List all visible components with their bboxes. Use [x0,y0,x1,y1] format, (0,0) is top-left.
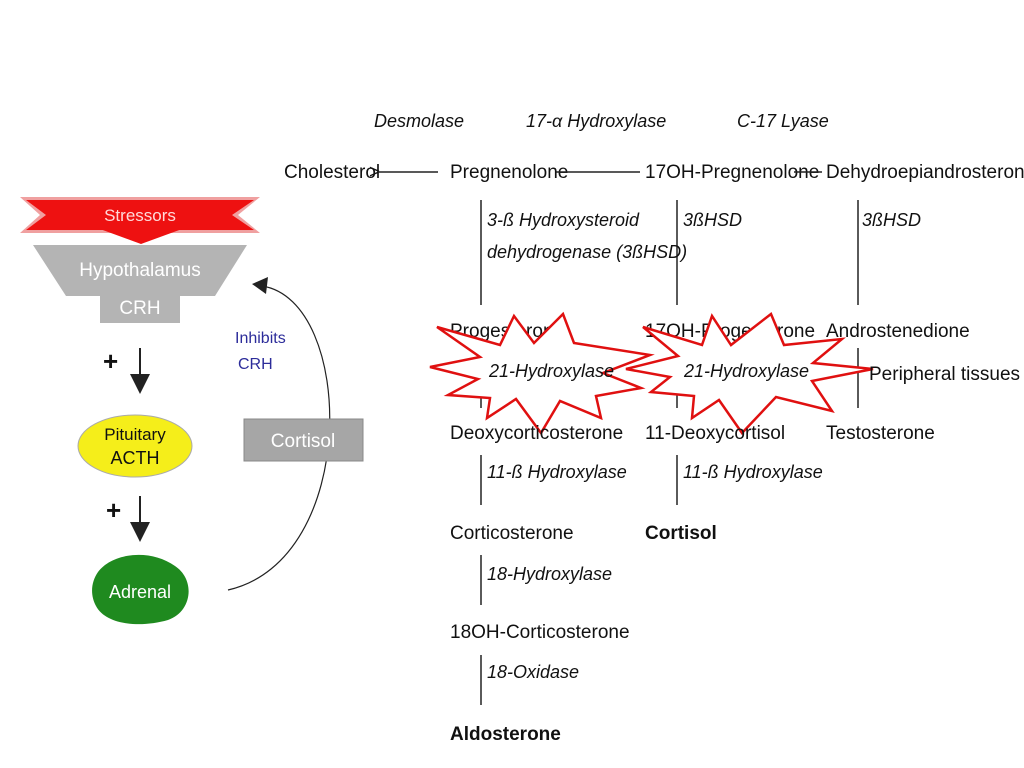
pituitary-label: Pituitary [104,425,166,444]
enzyme-18-hydroxylase: 18-Hydroxylase [487,564,612,584]
enzyme-21-hydroxylase: 21-Hydroxylase [683,361,809,381]
enzyme-3b-hsd-full: dehydrogenase (3ßHSD) [487,242,687,262]
hypothalamus-label: Hypothalamus [79,260,200,281]
crh-label: CRH [119,298,160,319]
enzyme-18-oxidase: 18-Oxidase [487,662,579,682]
arrow-glyph: > [369,162,380,183]
hypothalamus-shape: Hypothalamus CRH [33,245,247,323]
blocked-enzyme-burst: 21-Hydroxylase [625,312,874,435]
inhibits-crh-label: CRH [238,356,273,373]
11-deoxycortisol-label: 11-Deoxycortisol [645,423,785,444]
cortisol-box-label: Cortisol [271,431,335,452]
steroid-pathway: Desmolase 17-α Hydroxylase C-17 Lyase Ch… [284,111,1024,745]
enzyme-desmolase: Desmolase [374,111,464,131]
hpa-axis: Stressors Hypothalamus CRH + Pituitary A… [20,197,364,625]
stressors-arrow: Stressors [20,197,260,244]
enzyme-11b-hydroxylase: 11-ß Hydroxylase [487,462,627,482]
adrenal-shape: Adrenal [92,554,189,625]
peripheral-tissues-label: Peripheral tissues [869,364,1020,385]
corticosterone-label: Corticosterone [450,523,574,544]
stressors-label: Stressors [104,206,176,225]
acth-label: ACTH [111,448,160,468]
plus-sign: + [106,495,121,525]
cholesterol-label: Cholesterol [284,162,380,183]
androstenedione-label: Androstenedione [826,321,970,342]
17oh-pregnenolone-label: 17OH-Pregnenolone [645,162,819,183]
enzyme-11b-hydroxylase: 11-ß Hydroxylase [683,462,823,482]
blocked-enzyme-burst: 21-Hydroxylase [429,311,655,436]
feedback-arrowhead [252,277,268,294]
enzyme-3b-hsd: 3-ß Hydroxysteroid [487,210,640,230]
deoxycorticosterone-label: Deoxycorticosterone [450,423,623,444]
dhea-label: Dehydroepiandrosterone [826,162,1024,183]
adrenal-label: Adrenal [109,582,171,602]
cortisol-label: Cortisol [645,523,717,544]
pituitary-ellipse: Pituitary ACTH [77,414,193,478]
aldosterone-label: Aldosterone [450,724,561,745]
plus-sign: + [103,346,118,376]
testosterone-label: Testosterone [826,423,935,444]
18oh-corticosterone-label: 18OH-Corticosterone [450,622,630,643]
enzyme-3b-hsd: 3ßHSD [862,210,921,230]
enzyme-21-hydroxylase: 21-Hydroxylase [488,361,614,381]
inhibits-label: Inhibits [235,330,286,347]
enzyme-17a-hydroxylase: 17-α Hydroxylase [526,111,666,131]
cortisol-box: Cortisol [243,418,364,462]
enzyme-3b-hsd: 3ßHSD [683,210,742,230]
pregnenolone-label: Pregnenolone [450,162,568,183]
enzyme-c17-lyase: C-17 Lyase [737,111,829,131]
